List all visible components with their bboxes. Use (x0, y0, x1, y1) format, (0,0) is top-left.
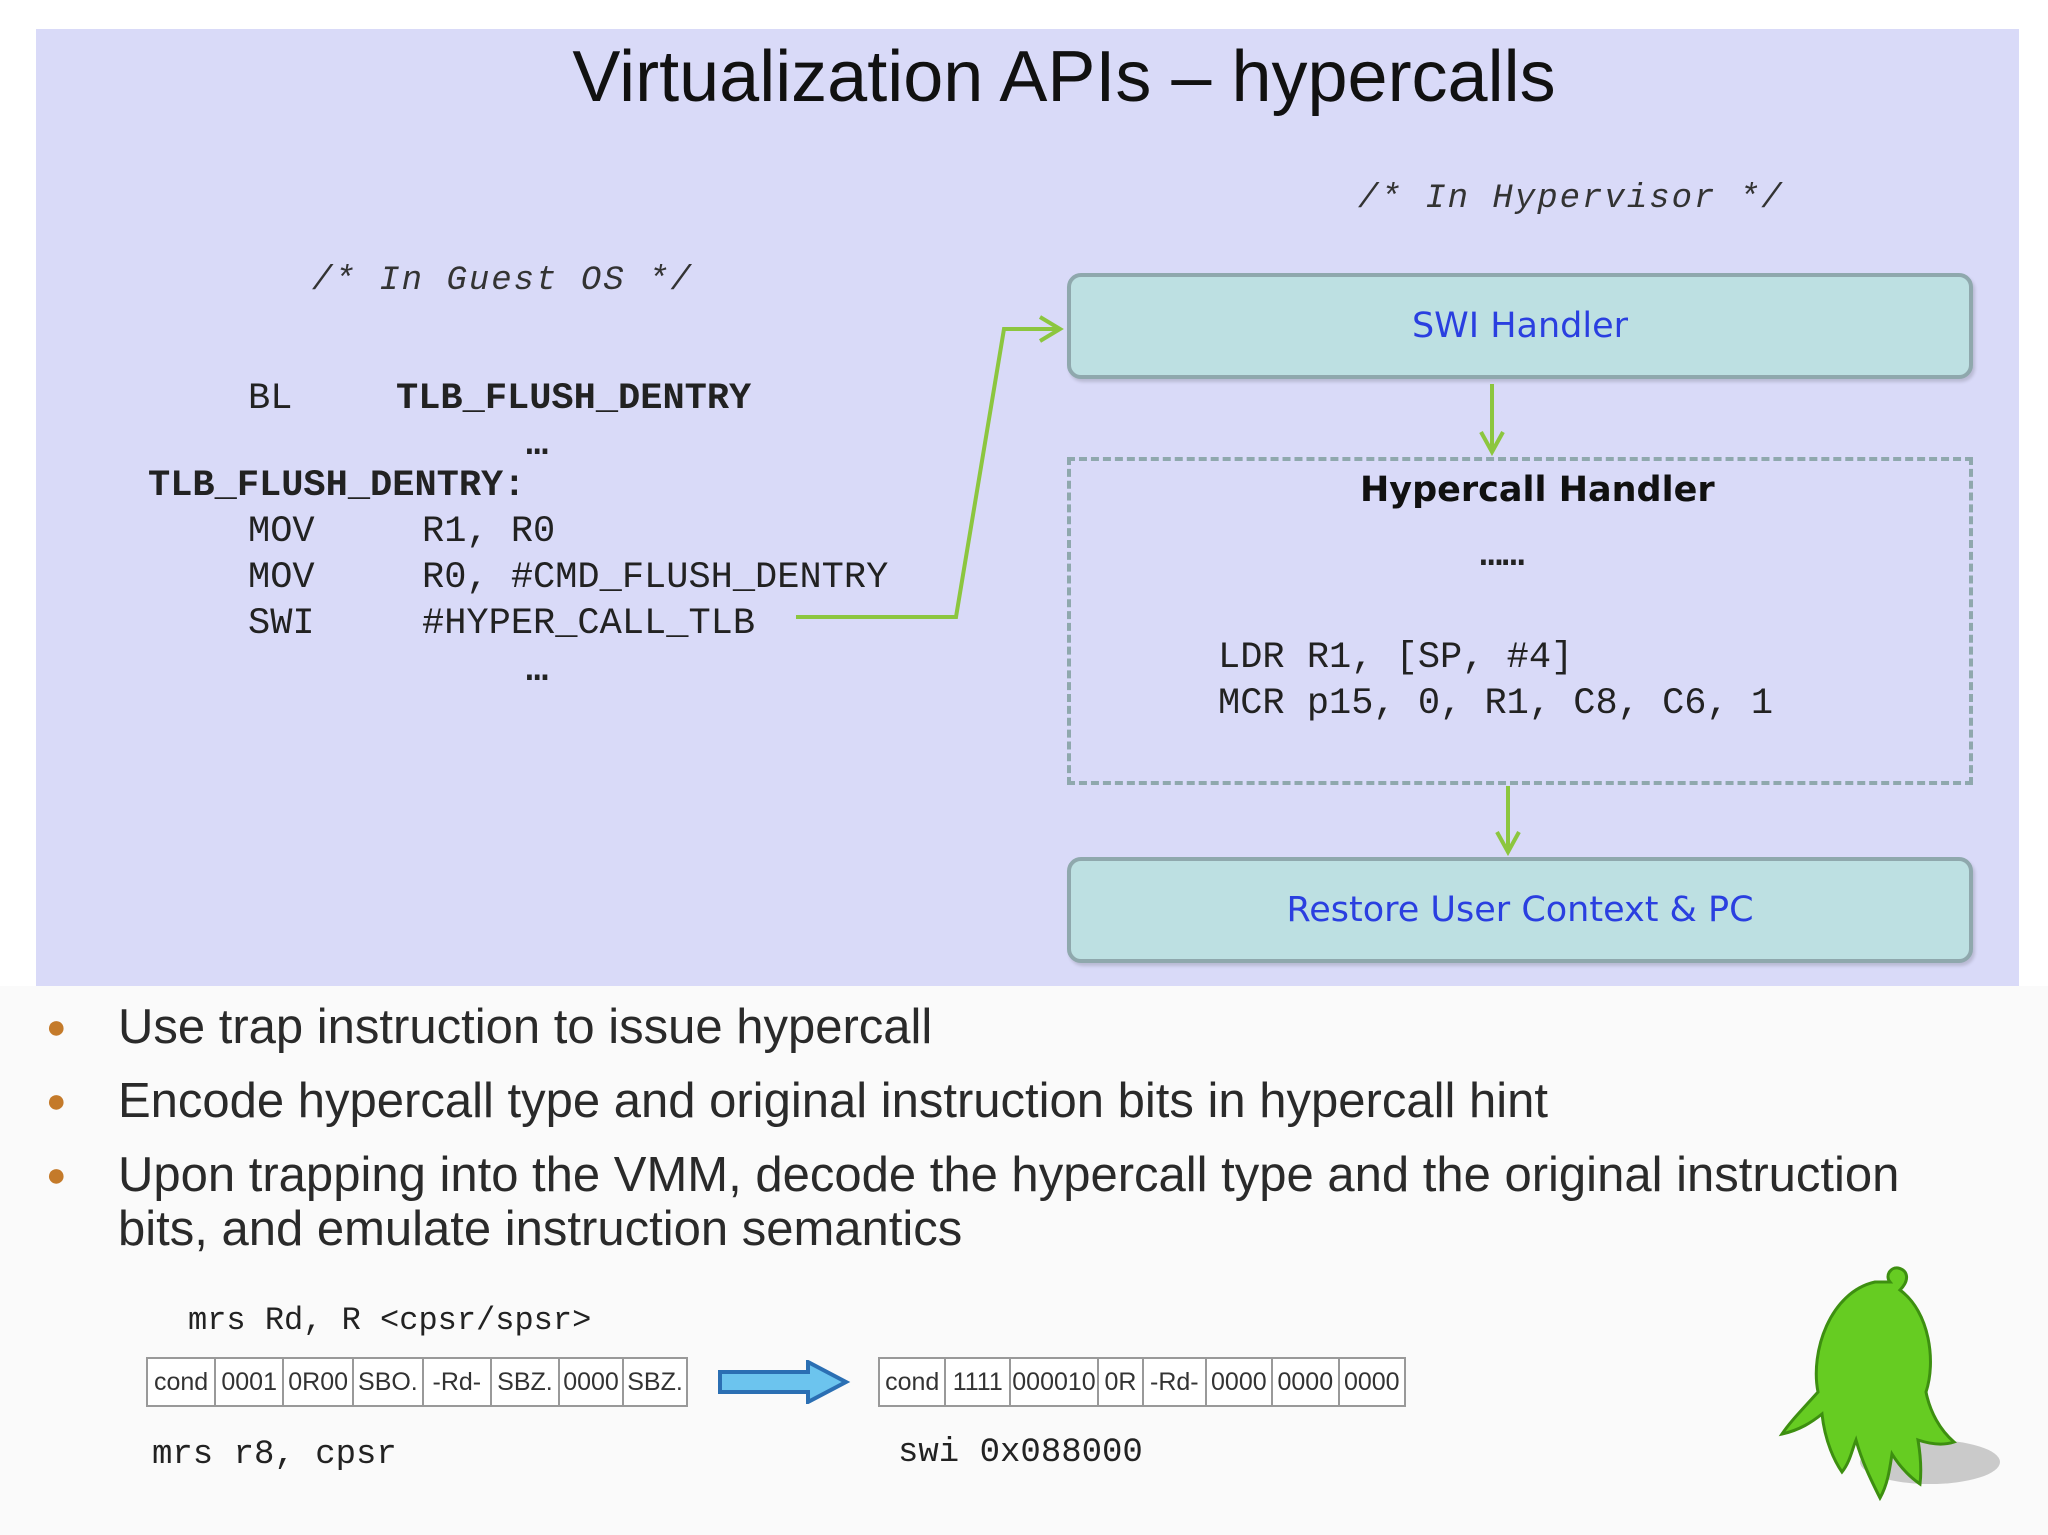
encoding-field: SBZ. (492, 1359, 561, 1405)
hypercall-down-arrowhead (1495, 831, 1521, 857)
hypercall-handler-box (1067, 457, 1973, 785)
code-mov-2-op: MOV (248, 557, 315, 599)
slide-panel (36, 29, 2019, 986)
swi-example: swi 0x088000 (898, 1434, 1143, 1472)
bullet-item: ● Encode hypercall type and original inst… (46, 1074, 1946, 1128)
bullet-text: Encode hypercall type and original instr… (118, 1074, 1548, 1128)
swi-handler-box: SWI Handler (1067, 273, 1973, 379)
transform-arrow-icon (718, 1360, 851, 1404)
swi-to-handler-arrow (796, 327, 1058, 619)
encoding-field: 0000 (1207, 1359, 1274, 1405)
lower-area (0, 986, 2048, 1535)
encoding-field: -Rd- (424, 1359, 492, 1405)
encoding-field: 000010 (1011, 1359, 1099, 1405)
swi-arrowhead (1038, 315, 1064, 343)
hypercall-handler-title: Hypercall Handler (1360, 470, 1715, 510)
code-bl-target: TLB_FLUSH_DENTRY (396, 378, 752, 420)
bullet-item: ● Use trap instruction to issue hypercall (46, 1000, 1946, 1054)
bullet-text: Use trap instruction to issue hypercall (118, 1000, 933, 1054)
code-ellipsis-2: … (526, 650, 549, 692)
encoding-field: 0000 (1273, 1359, 1340, 1405)
encoding-field: 0001 (216, 1359, 285, 1405)
code-swi-op: SWI (248, 603, 315, 645)
restore-context-box: Restore User Context & PC (1067, 857, 1973, 963)
encoding-field: 1111 (946, 1359, 1011, 1405)
hypercall-line-2: MCR p15, 0, R1, C8, C6, 1 (1218, 683, 1774, 725)
hypercall-line-1: LDR R1, [SP, #4] (1218, 637, 1574, 679)
bullet-dot: ● (46, 1008, 67, 1046)
encoding-field: 0R (1099, 1359, 1145, 1405)
hypervisor-comment: /* In Hypervisor */ (1358, 180, 1784, 218)
green-mascot-icon (1778, 1266, 2000, 1502)
code-swi-args: #HYPER_CALL_TLB (422, 603, 756, 645)
mrs-encoding-table: cond 0001 0R00 SBO. -Rd- SBZ. 0000 SBZ. (146, 1357, 688, 1407)
encoding-field: 0R00 (284, 1359, 355, 1405)
hypercall-ellipsis: …… (1480, 535, 1525, 577)
slide-title: Virtualization APIs – hypercalls (572, 37, 1556, 117)
bullet-item: ● Upon trapping into the VMM, decode the … (46, 1148, 1946, 1256)
guest-comment: /* In Guest OS */ (312, 262, 693, 300)
bullet-text: Upon trapping into the VMM, decode the h… (118, 1148, 1900, 1256)
encoding-syntax: mrs Rd, R <cpsr/spsr> (188, 1302, 592, 1339)
encoding-field: -Rd- (1144, 1359, 1207, 1405)
code-mov-1-args: R1, R0 (422, 511, 556, 553)
encoding-field: cond (880, 1359, 947, 1405)
encoding-field: cond (148, 1359, 217, 1405)
code-label: TLB_FLUSH_DENTRY: (148, 465, 526, 507)
code-mov-2-args: R0, #CMD_FLUSH_DENTRY (422, 557, 889, 599)
encoding-field: 0000 (1343, 1367, 1400, 1396)
code-bl-op: BL (248, 378, 293, 420)
bullet-dot: ● (46, 1156, 67, 1194)
encoding-field: SBO. (354, 1359, 424, 1405)
encoding-field: 0000 (560, 1359, 625, 1405)
swi-encoding-table: cond 1111 000010 0R -Rd- 0000 0000 0000 (878, 1357, 1406, 1407)
code-ellipsis-1: … (526, 424, 549, 466)
code-mov-1-op: MOV (248, 511, 315, 553)
bullet-list: ● Use trap instruction to issue hypercall… (46, 1000, 1946, 1276)
handler-down-arrowhead (1479, 431, 1505, 457)
mrs-example: mrs r8, cpsr (152, 1436, 397, 1474)
encoding-field: SBZ. (627, 1367, 683, 1396)
bullet-dot: ● (46, 1082, 67, 1120)
